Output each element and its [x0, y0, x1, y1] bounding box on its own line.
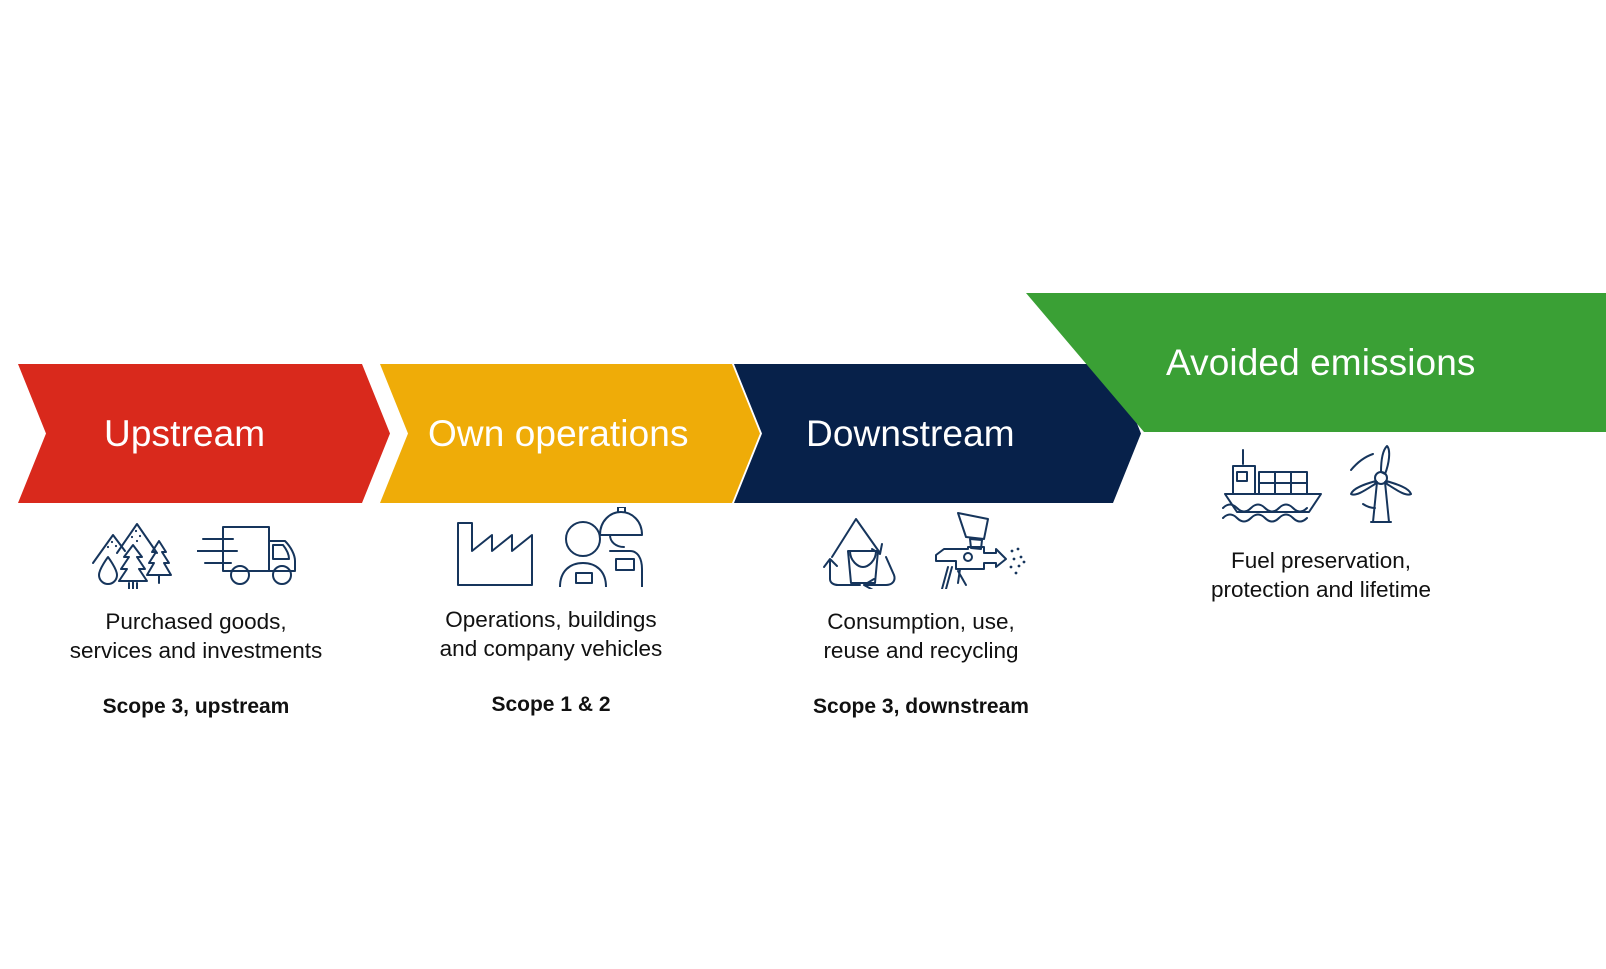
chevron-label-downstream: Downstream	[806, 413, 1015, 454]
stage-column-downstream: Consumption, use, reuse and recycling Sc…	[785, 505, 1057, 719]
icon-row-avoided-emissions	[1160, 440, 1482, 524]
recycling-bucket-icon	[823, 518, 896, 589]
chevron-label-upstream: Upstream	[104, 413, 266, 454]
icon-row-downstream	[785, 505, 1057, 589]
caption-downstream: Consumption, use, reuse and recycling	[823, 609, 1019, 663]
wind-turbine-icon	[1350, 445, 1412, 523]
factory-icon	[457, 522, 533, 586]
icon-row-upstream	[40, 505, 352, 589]
caption-own-operations: Operations, buildings and company vehicl…	[439, 607, 663, 661]
caption-upstream: Purchased goods, services and investment…	[69, 609, 323, 663]
scope-label-downstream: Scope 3, downstream	[813, 695, 1029, 718]
worker-hardhat-icon	[559, 507, 643, 587]
scope-label-own-operations: Scope 1 & 2	[491, 693, 611, 716]
chevron-downstream[interactable]: Downstream	[734, 364, 1141, 503]
caption-avoided-emissions: Fuel preservation, protection and lifeti…	[1210, 548, 1432, 602]
scope-label-upstream: Scope 3, upstream	[102, 695, 290, 718]
mountains-trees-waterdrop-icon	[92, 523, 172, 589]
stage-column-own-operations: Operations, buildings and company vehicl…	[415, 503, 687, 717]
icon-row-own-operations	[415, 503, 687, 587]
chevron-label-own-operations: Own operations	[428, 413, 689, 454]
container-ship-icon	[1222, 449, 1322, 523]
delivery-truck-icon	[197, 526, 296, 585]
stage-column-upstream: Purchased goods, services and investment…	[40, 505, 352, 719]
chevron-label-avoided-emissions: Avoided emissions	[1166, 342, 1476, 383]
spray-gun-icon	[935, 512, 1026, 589]
chevron-upstream[interactable]: Upstream	[18, 364, 390, 503]
chevron-own-operations[interactable]: Own operations	[380, 364, 760, 503]
stage-column-avoided-emissions: Fuel preservation, protection and lifeti…	[1160, 440, 1482, 604]
